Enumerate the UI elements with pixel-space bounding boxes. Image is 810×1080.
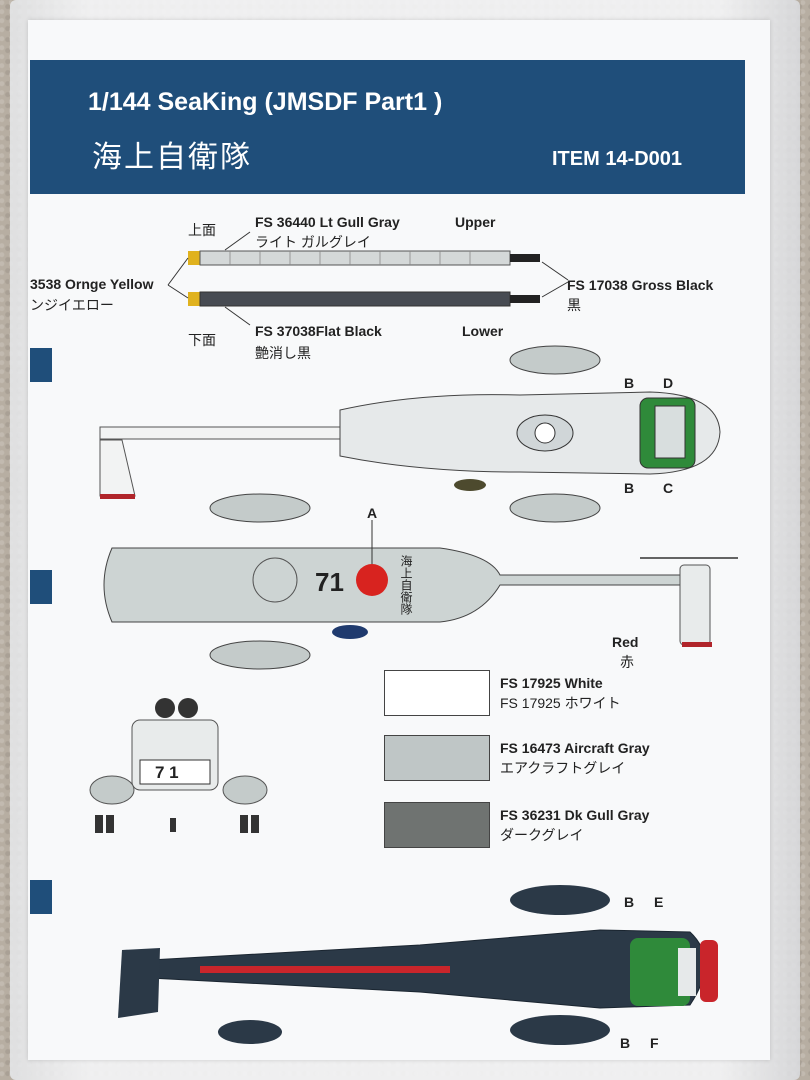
upper-label: Upper (455, 214, 496, 230)
marking-b-bottom1: B (624, 894, 635, 910)
legend-dark-name-jp: ダークグレイ (500, 827, 584, 843)
legend-white-name-jp: FS 17925 ホワイト (500, 695, 621, 711)
marking-b-top: B (624, 375, 635, 391)
header-banner (30, 60, 745, 194)
hinomaru-roundel (356, 564, 388, 596)
item-number: ITEM 14-D001 (552, 148, 683, 170)
red-label: Red (612, 634, 639, 650)
edge-mark-2 (30, 570, 52, 604)
lower-rotor-blade (188, 291, 540, 307)
lower-color-jp-label: 艶消し黒 (255, 345, 311, 361)
swatch-aircraft-gray (384, 735, 490, 781)
side-view-helicopter (103, 493, 738, 670)
legend-dark-name: FS 36231 Dk Gull Gray (500, 807, 650, 823)
lower-label: Lower (462, 323, 504, 339)
upper-rotor-blade (188, 250, 540, 266)
front-number: 7 1 (155, 763, 179, 782)
swatch-white (384, 670, 490, 716)
marking-b-bottom2: B (620, 1035, 631, 1051)
lower-color-label: FS 37038Flat Black (255, 323, 382, 339)
legend-gray-name-jp: エアクラフトグレイ (500, 760, 626, 776)
upper-color-label: FS 36440 Lt Gull Gray (255, 214, 400, 230)
marking-c: C (663, 480, 674, 496)
marking-d: D (663, 375, 674, 391)
legend-gray-name: FS 16473 Aircraft Gray (500, 740, 650, 756)
hull-number: 71 (315, 567, 344, 597)
product-title: 1/144 SeaKing (JMSDF Part1 ) (88, 88, 443, 116)
tip-color-label: 3538 Ornge Yellow (30, 276, 154, 292)
upper-jp-label: 上面 (188, 222, 216, 238)
marking-e: E (654, 894, 664, 910)
legend-white-name: FS 17925 White (500, 675, 603, 691)
hull-kanji: 海上自衛隊 (399, 555, 413, 615)
marking-b-mid: B (624, 480, 635, 496)
red-label-jp: 赤 (620, 654, 634, 670)
hub-color-label: FS 17038 Gross Black (567, 277, 714, 293)
marking-a: A (367, 505, 378, 521)
marking-f: F (650, 1035, 659, 1051)
edge-mark-3 (30, 880, 52, 914)
swatch-dk-gull-gray (384, 802, 490, 848)
front-view-helicopter (89, 698, 268, 833)
product-subtitle-jp: 海上自衛隊 (92, 141, 252, 174)
edge-mark-1 (30, 348, 52, 382)
hub-color-jp-label: 黒 (567, 297, 581, 313)
bottom-view-helicopter (118, 885, 718, 1045)
tip-color-jp-label: ンジイエロー (30, 297, 114, 313)
upper-color-jp-label: ライト ガルグレイ (255, 234, 371, 250)
top-view-helicopter (99, 345, 721, 523)
lower-jp-label: 下面 (188, 332, 216, 348)
